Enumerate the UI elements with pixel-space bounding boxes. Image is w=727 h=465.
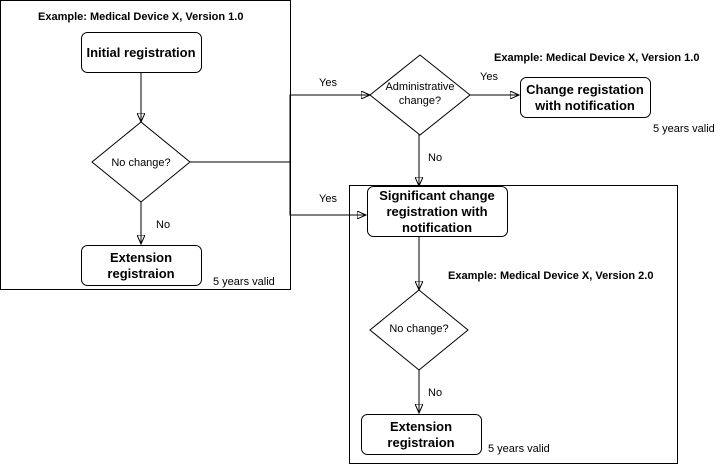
change-registration-line-1: Change registation	[526, 82, 644, 97]
initial-registration-node: Initial registration	[81, 32, 202, 73]
edge-nochange-to-admin	[190, 95, 370, 163]
group-header-left: Example: Medical Device X, Version 1.0	[38, 11, 243, 23]
administrative-change-line-2: change?	[399, 95, 441, 107]
edge-label-left-no: No	[156, 219, 170, 231]
group-header-top-right: Example: Medical Device X, Version 1.0	[494, 52, 699, 64]
administrative-change-decision: Administrative change?	[369, 54, 471, 136]
extension-right-line-2: registraion	[387, 435, 454, 450]
change-registration-line-2: with notification	[534, 98, 635, 113]
extension-right-line-1: Extension	[390, 419, 452, 434]
significant-change-line-2: registration with	[386, 204, 487, 219]
group-frame-bottom-right	[349, 185, 678, 464]
extension-left-line-2: registraion	[107, 266, 174, 281]
group-header-bottom-right: Example: Medical Device X, Version 2.0	[448, 270, 653, 282]
extension-left-line-1: Extension	[110, 250, 172, 265]
initial-registration-label: Initial registration	[86, 45, 195, 60]
significant-change-node: Significant change registration with not…	[367, 186, 508, 237]
no-change-left-label: No change?	[111, 157, 170, 169]
edge-label-yes-to-admin: Yes	[319, 77, 337, 89]
change-registration-node: Change registation with notification	[520, 77, 651, 118]
significant-change-line-1: Significant change	[379, 188, 495, 203]
administrative-change-line-1: Administrative	[385, 81, 454, 93]
significant-change-line-3: notification	[402, 220, 472, 235]
no-change-decision-right: No change?	[369, 289, 469, 371]
validity-note-bottom-right: 5 years valid	[488, 443, 550, 455]
edge-label-admin-yes: Yes	[480, 71, 498, 83]
extension-registration-node-left: Extension registraion	[81, 245, 202, 286]
no-change-right-label: No change?	[389, 323, 448, 335]
edge-label-yes-to-significant: Yes	[319, 193, 337, 205]
edge-label-right-no: No	[428, 387, 442, 399]
no-change-decision-left: No change?	[91, 121, 191, 203]
validity-note-top-right: 5 years valid	[653, 123, 715, 135]
edge-nochange-to-significant	[289, 162, 366, 215]
edge-label-admin-no: No	[428, 152, 442, 164]
extension-registration-node-right: Extension registraion	[361, 414, 482, 455]
validity-note-left: 5 years valid	[213, 276, 275, 288]
